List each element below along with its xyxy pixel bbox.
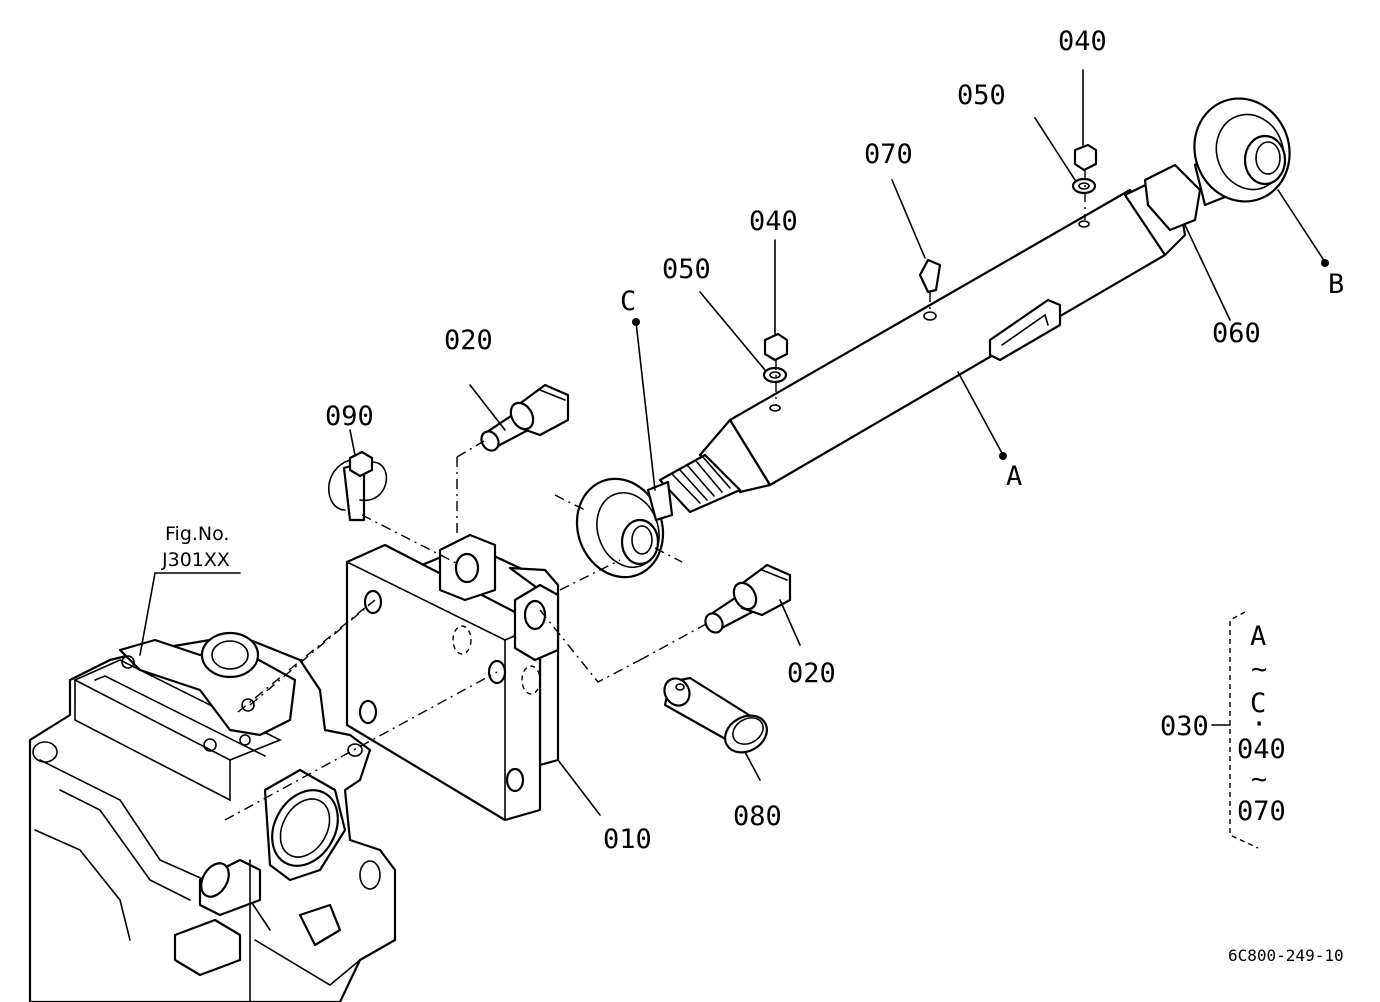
assembly-range-4: 040 (1237, 734, 1286, 765)
figure-reference-line2: J301XX (161, 549, 230, 571)
top-link-pin (663, 676, 768, 754)
callout-020-lower: 020 (787, 658, 836, 689)
assembly-range-0: A (1250, 621, 1266, 652)
assembly-part-label: 030 (1160, 711, 1209, 742)
transmission-housing (28, 631, 397, 1002)
callout-070: 070 (864, 139, 913, 170)
point-c-label: C (620, 286, 636, 317)
linch-pin (327, 450, 388, 522)
callout-010: 010 (603, 824, 652, 855)
callout-040-upper: 040 (1058, 26, 1107, 57)
assembly-range-2: C (1250, 688, 1266, 719)
callout-050-upper: 050 (957, 80, 1006, 111)
bolt-lower (704, 563, 792, 634)
assembly-range-3: · (1251, 709, 1267, 740)
point-b-label: B (1328, 269, 1344, 300)
callout-060: 060 (1212, 318, 1261, 349)
callout-080: 080 (733, 801, 782, 832)
top-link-bracket (345, 533, 560, 822)
callout-020-upper: 020 (444, 325, 493, 356)
assembly-range-5: ~ (1251, 764, 1267, 795)
assembly-range-6: 070 (1237, 796, 1286, 827)
figure-reference-line1: Fig.No. (165, 523, 229, 545)
callout-090: 090 (325, 401, 374, 432)
assembly-range-1: ~ (1251, 654, 1267, 685)
point-a-label: A (1006, 461, 1022, 492)
drawing-code: 6C800-249-10 (1228, 946, 1344, 965)
callout-040-lower: 040 (749, 206, 798, 237)
callout-050-lower: 050 (662, 254, 711, 285)
assembly-note-030: 030 A ~ C · 040 ~ 070 (1160, 611, 1286, 849)
leader-lines (139, 69, 1329, 816)
assembly-lines (224, 170, 1086, 821)
callout-labels: 040 050 070 040 050 020 090 020 060 010 … (161, 26, 1344, 965)
bolt-upper (480, 383, 570, 452)
top-link-assembly (575, 97, 1291, 579)
